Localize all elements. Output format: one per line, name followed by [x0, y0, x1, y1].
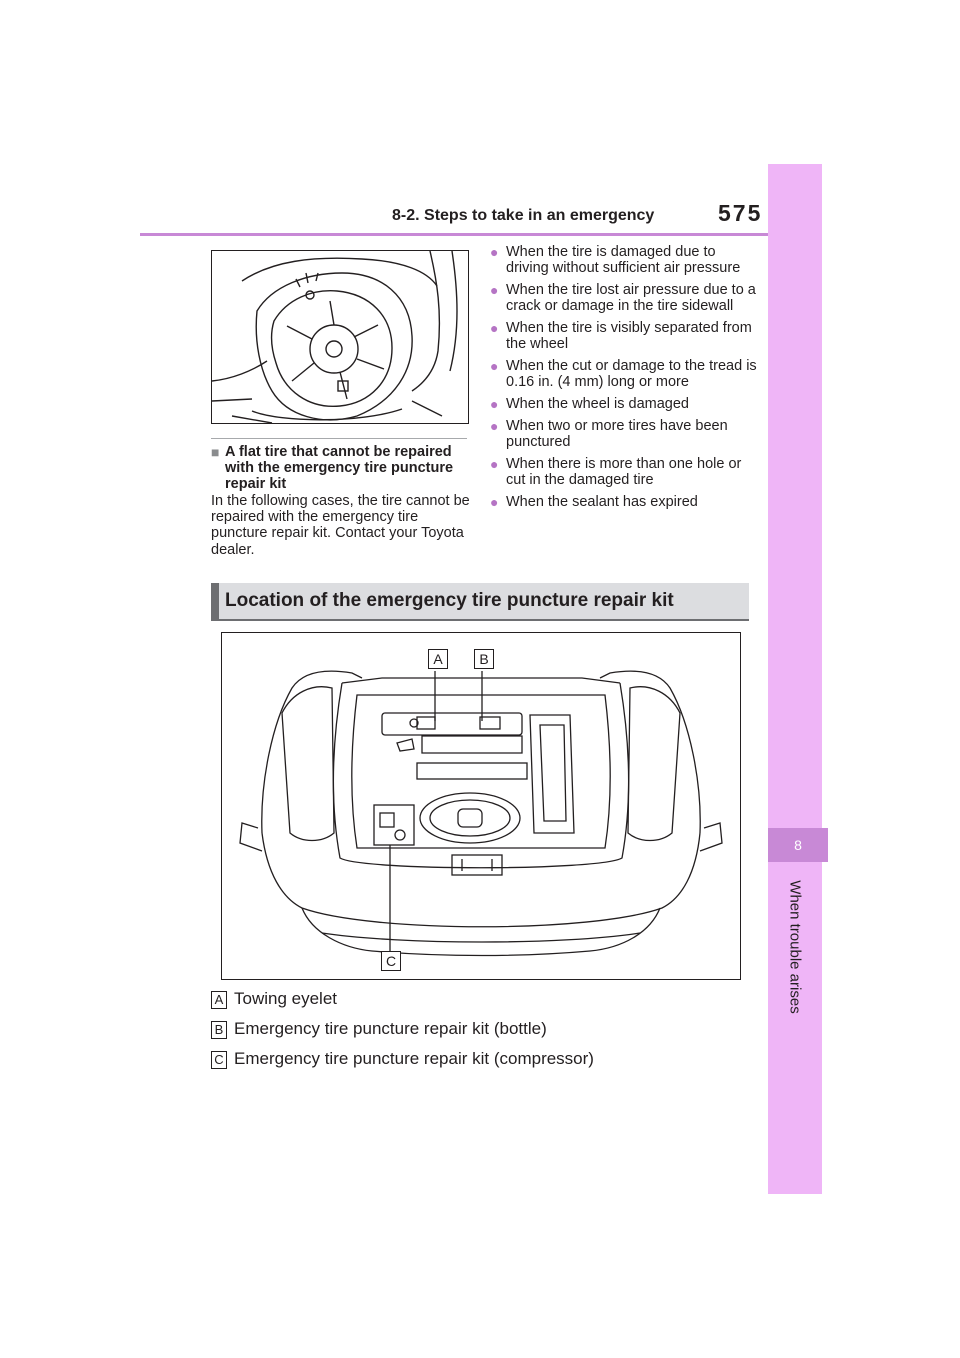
list-item: ●When the tire is damaged due to driving…: [490, 244, 741, 276]
bullet-icon: ●: [490, 396, 499, 412]
legend-item-c: C Emergency tire puncture repair kit (com…: [211, 1049, 594, 1069]
bullet-icon: ●: [490, 456, 499, 472]
section-title-accent: [211, 583, 219, 619]
subsection-heading: ■ A flat tire that cannot be repaired wi…: [211, 444, 467, 492]
list-item: ●When the wheel is damaged: [490, 396, 689, 412]
trunk-illustration: A B C: [221, 632, 741, 980]
chapter-number-tab[interactable]: 8: [768, 828, 828, 862]
bullet-icon: ●: [490, 282, 499, 298]
page-number: 575: [718, 200, 763, 226]
square-bullet-icon: ■: [211, 444, 220, 460]
flat-tire-illustration: [211, 250, 469, 424]
list-item: ●When the sealant has expired: [490, 494, 698, 510]
list-item: ●When the cut or damage to the tread is …: [490, 358, 757, 390]
subsection-body: In the following cases, the tire cannot …: [211, 493, 470, 558]
chapter-title: When trouble arises: [768, 862, 822, 1032]
chapter-sidebar: [768, 164, 822, 1194]
legend-text: Emergency tire puncture repair kit (comp…: [234, 1049, 594, 1068]
subsection-divider: [211, 438, 467, 439]
list-item: ●When two or more tires have been punctu…: [490, 418, 728, 450]
callout-a: A: [428, 649, 448, 669]
legend-letter: B: [211, 1020, 227, 1039]
legend-text: Emergency tire puncture repair kit (bott…: [234, 1019, 547, 1038]
bullet-icon: ●: [490, 494, 499, 510]
callout-c: C: [381, 951, 401, 971]
list-item: ●When the tire is visibly separated from…: [490, 320, 752, 352]
legend-item-b: B Emergency tire puncture repair kit (bot…: [211, 1019, 547, 1039]
bullet-icon: ●: [490, 358, 499, 374]
bullet-icon: ●: [490, 418, 499, 434]
section-header: 8-2. Steps to take in an emergency: [392, 207, 655, 224]
section-title: Location of the emergency tire puncture …: [225, 590, 674, 611]
subsection-heading-text: A flat tire that cannot be repaired with…: [225, 444, 454, 492]
list-item: ●When the tire lost air pressure due to …: [490, 282, 756, 314]
bullet-icon: ●: [490, 244, 499, 260]
header-divider: [140, 233, 768, 236]
legend-text: Towing eyelet: [234, 989, 338, 1008]
list-item: ●When there is more than one hole or cut…: [490, 456, 742, 488]
legend-letter: A: [211, 990, 227, 1009]
conditions-list: ●When the tire is damaged due to driving…: [490, 244, 760, 516]
bullet-icon: ●: [490, 320, 499, 336]
legend-item-a: A Towing eyelet: [211, 989, 337, 1009]
legend-letter: C: [211, 1050, 227, 1069]
section-title-bar: Location of the emergency tire puncture …: [211, 583, 749, 621]
chapter-title-text: When trouble arises: [786, 880, 804, 1014]
callout-b: B: [474, 649, 494, 669]
